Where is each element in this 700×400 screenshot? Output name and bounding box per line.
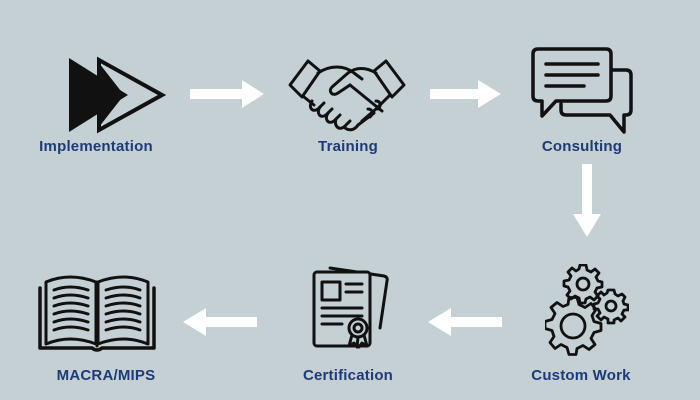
arrow-right bbox=[430, 80, 501, 108]
step-label: Certification bbox=[302, 367, 394, 384]
certificate-icon bbox=[312, 266, 389, 349]
step-label: Custom Work bbox=[531, 367, 631, 384]
chat-bubbles-icon bbox=[531, 47, 633, 134]
step-label: Implementation bbox=[39, 138, 153, 155]
arrow-left bbox=[183, 308, 257, 336]
step-label: Consulting bbox=[541, 138, 623, 155]
handshake-icon bbox=[288, 59, 406, 132]
step-label: Training bbox=[318, 138, 378, 155]
arrow-left bbox=[428, 308, 502, 336]
gears-icon bbox=[545, 264, 629, 356]
step-label: MACRA/MIPS bbox=[56, 367, 156, 384]
open-book-icon bbox=[38, 275, 156, 352]
fast-forward-icon bbox=[69, 56, 166, 134]
arrow-down bbox=[573, 164, 601, 237]
arrow-right bbox=[190, 80, 264, 108]
